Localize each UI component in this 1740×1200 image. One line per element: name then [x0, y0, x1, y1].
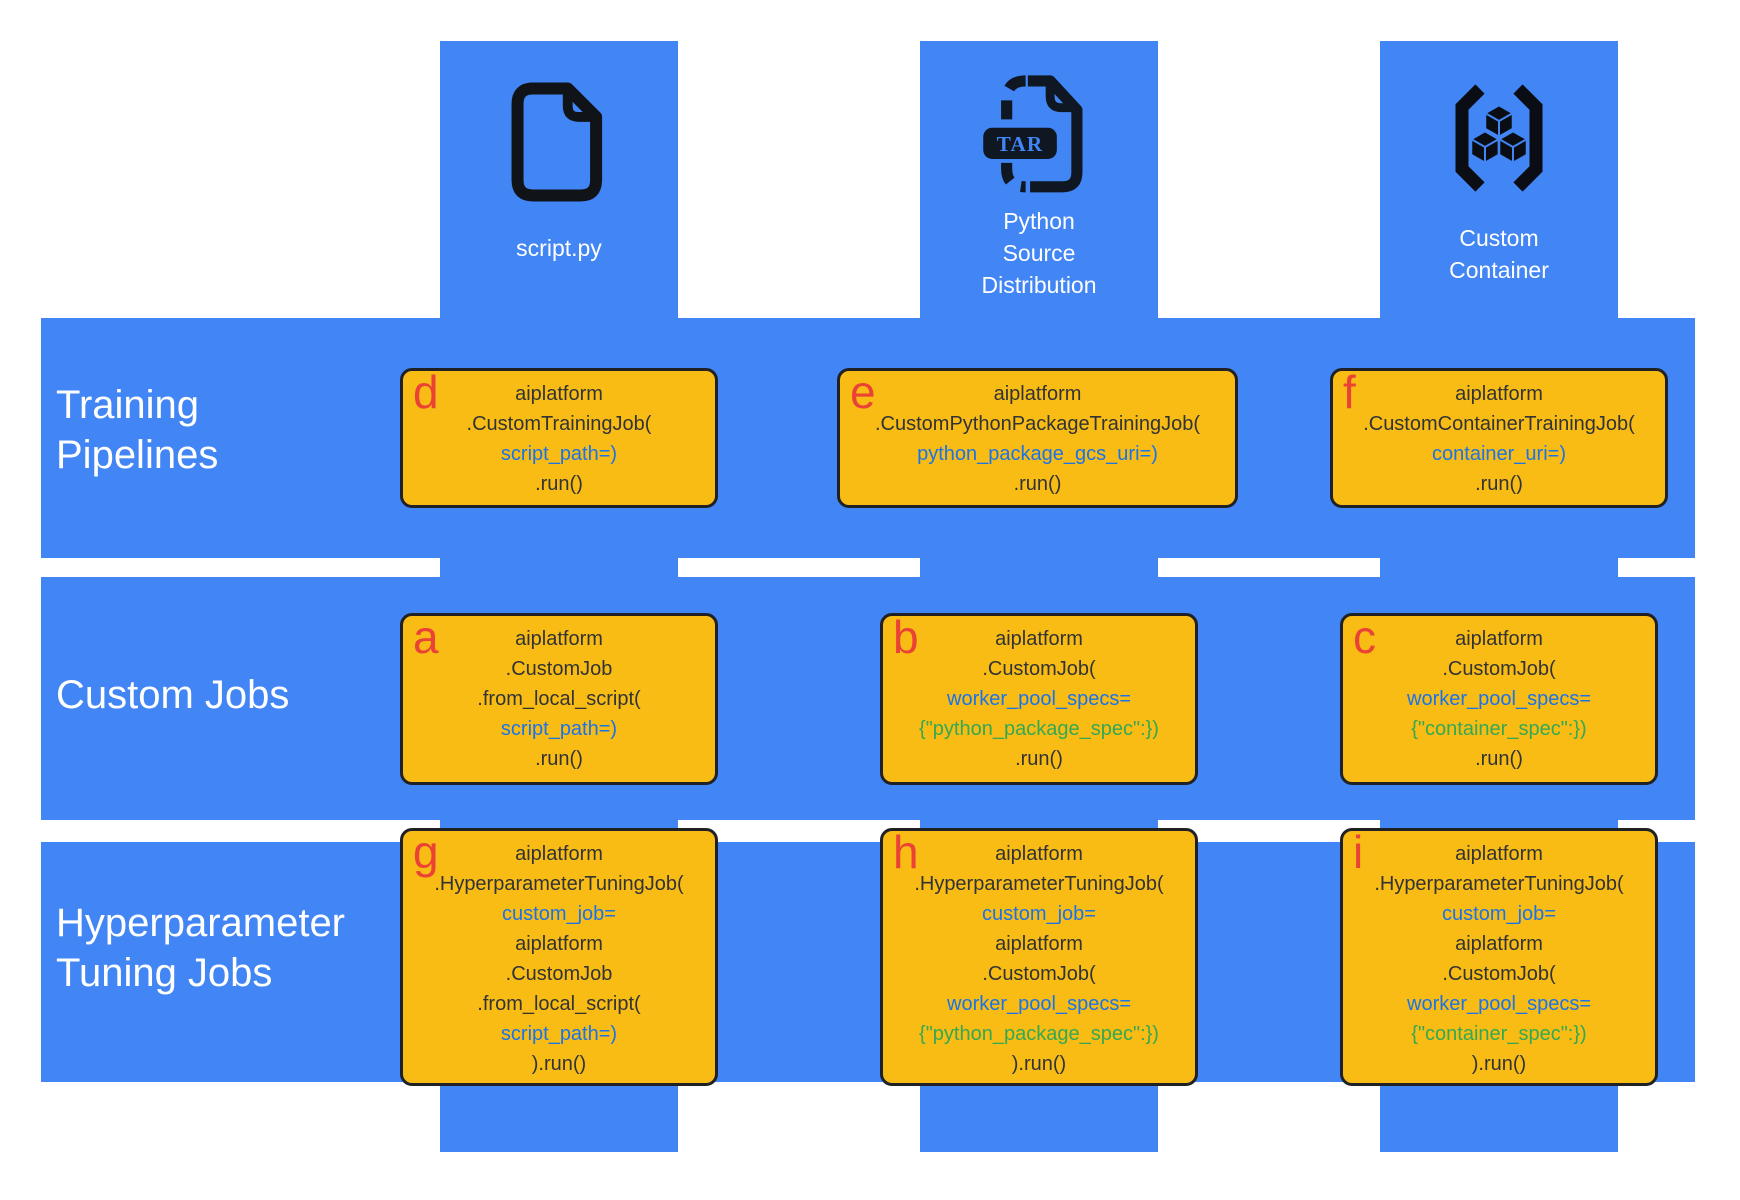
code-box-letter: d	[413, 366, 439, 418]
code-line: worker_pool_specs=	[947, 688, 1131, 710]
code-line: aiplatform	[515, 628, 603, 650]
code-line: aiplatform	[1455, 933, 1543, 955]
code-box-letter: i	[1353, 826, 1364, 878]
code-line: .run()	[1013, 473, 1062, 495]
code-line: {"python_package_spec":})	[919, 1023, 1159, 1045]
code-line: {"container_spec":})	[1411, 718, 1587, 740]
tar-badge-label: TAR	[997, 132, 1043, 156]
code-line: .from_local_script(	[477, 688, 641, 710]
code-line: aiplatform	[995, 843, 1083, 865]
code-line: .CustomJob(	[982, 963, 1096, 985]
code-line: .CustomJob(	[1442, 963, 1556, 985]
code-line: .HyperparameterTuningJob(	[1374, 873, 1624, 895]
code-line: script_path=)	[500, 1023, 618, 1045]
code-text: aiplatform .CustomContainerTrainingJob( co…	[1333, 379, 1665, 499]
code-line: .CustomJob	[505, 658, 613, 680]
code-line: .CustomJob(	[982, 658, 1096, 680]
code-line: custom_job=	[982, 903, 1096, 925]
code-box-f: f aiplatform .CustomContainerTrainingJob(…	[1330, 366, 1668, 508]
code-line: .run()	[535, 748, 583, 770]
column-label-line: Python	[1003, 208, 1075, 234]
column-label-line: script.py	[516, 235, 602, 261]
column-label-script-py: script.py	[440, 232, 678, 264]
column-label-line: Container	[1449, 257, 1549, 283]
code-line: aiplatform	[995, 933, 1083, 955]
code-line: ).run()	[1011, 1053, 1067, 1075]
code-line: .CustomJob	[505, 963, 613, 985]
code-line: container_uri=)	[1432, 443, 1566, 465]
code-box-h: h aiplatform .HyperparameterTuningJob( cus…	[880, 826, 1198, 1086]
row-label-custom-jobs: Custom Jobs	[56, 670, 289, 720]
code-line: .run()	[1475, 748, 1523, 770]
code-line: aiplatform	[515, 383, 603, 405]
code-line: .run()	[535, 473, 583, 495]
code-text: aiplatform .CustomTrainingJob( script_path…	[403, 379, 715, 499]
code-box-e: e aiplatform .CustomPythonPackageTraining…	[837, 366, 1238, 508]
code-box-g: g aiplatform .HyperparameterTuningJob( cus…	[400, 826, 718, 1086]
row-label-line: Custom Jobs	[56, 673, 290, 717]
code-line: .HyperparameterTuningJob(	[434, 873, 684, 895]
code-box-i: i aiplatform .HyperparameterTuningJob( cus…	[1340, 826, 1658, 1086]
code-box-d: d aiplatform .CustomTrainingJob( script_pa…	[400, 366, 718, 508]
code-line: {"python_package_spec":})	[919, 718, 1159, 740]
code-box-letter: b	[893, 611, 919, 663]
code-box-letter: c	[1353, 611, 1376, 663]
code-line: aiplatform	[993, 383, 1082, 405]
code-line: worker_pool_specs=	[1407, 993, 1591, 1015]
row-label-line: Training	[56, 383, 200, 427]
row-label-training-pipelines: Training Pipelines	[56, 380, 218, 480]
code-line: aiplatform	[1455, 843, 1543, 865]
code-line: .CustomPythonPackageTrainingJob(	[875, 413, 1200, 435]
code-line: .run()	[1015, 748, 1063, 770]
code-text: aiplatform .HyperparameterTuningJob( custo…	[403, 839, 715, 1079]
code-text: aiplatform .CustomJob .from_local_script(s…	[403, 624, 715, 774]
container-icon	[1444, 82, 1554, 199]
column-label-python-source-distribution: Python Source Distribution	[920, 205, 1158, 301]
code-box-b: b aiplatform .CustomJob( worker_pool_specs…	[880, 611, 1198, 785]
code-line: .CustomContainerTrainingJob(	[1363, 413, 1635, 435]
code-line: aiplatform	[515, 933, 603, 955]
code-line: script_path=)	[500, 718, 618, 740]
code-text: aiplatform .CustomPythonPackageTrainingJo…	[840, 379, 1235, 499]
tar-archive-icon: TAR	[983, 72, 1095, 203]
row-label-line: Tuning Jobs	[56, 951, 273, 995]
code-line: aiplatform	[995, 628, 1083, 650]
code-text: aiplatform .HyperparameterTuningJob( custo…	[1343, 839, 1655, 1079]
code-text: aiplatform .HyperparameterTuningJob( custo…	[883, 839, 1195, 1079]
column-label-line: Source	[1002, 240, 1076, 266]
code-line: .HyperparameterTuningJob(	[914, 873, 1164, 895]
code-box-letter: e	[850, 366, 876, 418]
code-line: worker_pool_specs=	[947, 993, 1131, 1015]
code-line: custom_job=	[502, 903, 616, 925]
code-line: ).run()	[1471, 1053, 1527, 1075]
code-line: aiplatform	[1455, 628, 1543, 650]
code-line: .run()	[1475, 473, 1523, 495]
code-line: aiplatform	[1455, 383, 1543, 405]
code-line: .CustomJob(	[1442, 658, 1556, 680]
column-label-custom-container: Custom Container	[1380, 222, 1618, 286]
code-box-letter: f	[1343, 366, 1356, 418]
row-label-hyperparameter-tuning-jobs: Hyperparameter Tuning Jobs	[56, 898, 345, 998]
column-label-line: Custom	[1459, 225, 1539, 251]
code-line: ).run()	[531, 1053, 587, 1075]
column-label-line: Distribution	[981, 272, 1097, 298]
code-box-letter: g	[413, 826, 439, 878]
code-line: script_path=)	[500, 443, 618, 465]
code-box-letter: h	[893, 826, 919, 878]
code-box-letter: a	[413, 611, 439, 663]
row-label-line: Pipelines	[56, 433, 219, 477]
file-icon	[504, 82, 614, 207]
code-line: python_package_gcs_uri=)	[917, 443, 1158, 465]
code-line: .CustomTrainingJob(	[466, 413, 652, 435]
code-text: aiplatform .CustomJob( worker_pool_specs= {…	[1343, 624, 1655, 774]
code-text: aiplatform .CustomJob( worker_pool_specs= {…	[883, 624, 1195, 774]
code-line: custom_job=	[1442, 903, 1556, 925]
row-label-line: Hyperparameter	[56, 901, 346, 945]
code-line: aiplatform	[515, 843, 603, 865]
code-line: {"container_spec":})	[1411, 1023, 1587, 1045]
code-line: .from_local_script(	[477, 993, 641, 1015]
code-box-a: a aiplatform .CustomJob .from_local_script…	[400, 611, 718, 785]
code-line: worker_pool_specs=	[1407, 688, 1591, 710]
code-box-c: c aiplatform .CustomJob( worker_pool_specs…	[1340, 611, 1658, 785]
